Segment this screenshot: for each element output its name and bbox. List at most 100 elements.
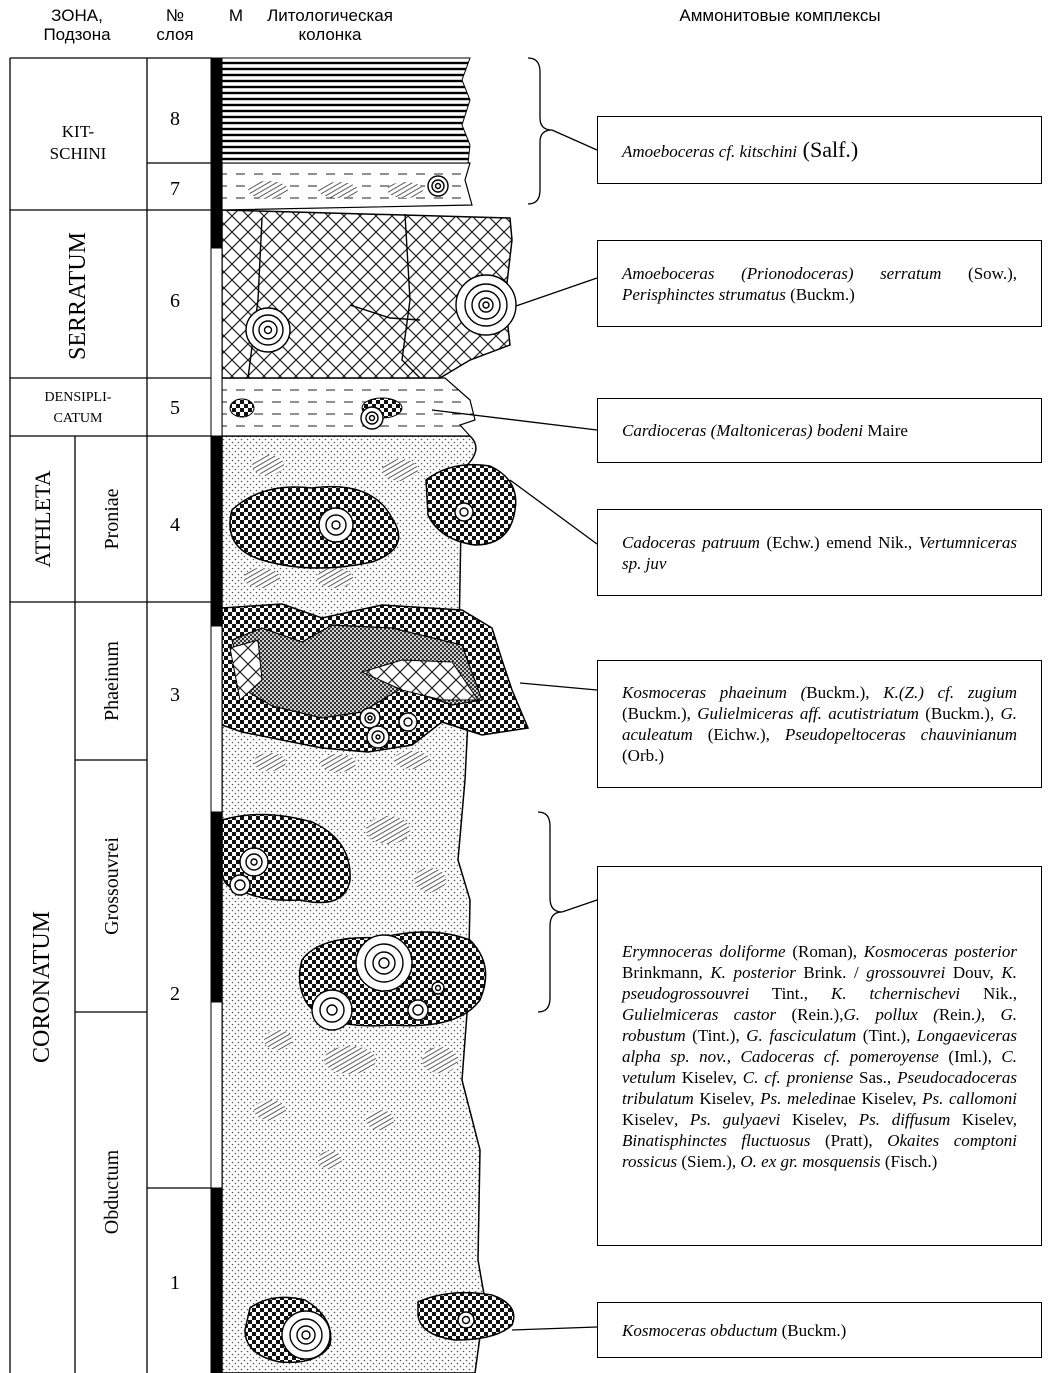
complex-segment: Cadoceras patruum xyxy=(622,533,760,552)
m-scale-bar xyxy=(211,58,222,1373)
zone-labels: KIT- SCHINI SERRATUM DENSIPLI- CATUM ATH… xyxy=(29,122,112,1063)
subzone-proniae: Proniae xyxy=(101,488,123,549)
complex-segment: Kosmoceras phaeinum ( xyxy=(622,683,806,702)
complex-segment: G. fasciculatum xyxy=(746,1026,856,1045)
zone-kitschini-line2: SCHINI xyxy=(50,144,107,163)
complex-segment: Sas., xyxy=(853,1068,897,1087)
ammonite-icon xyxy=(230,875,250,895)
layer-number-8: 8 xyxy=(170,108,180,130)
complex-segment: ae Kiselev, xyxy=(841,1089,922,1108)
complex-segment: (Tint.), xyxy=(856,1026,917,1045)
complex-segment: Brinkmann, xyxy=(622,963,710,982)
complex-segment: Binatisphinctes fluctuosus xyxy=(622,1131,810,1150)
ammonite-icon xyxy=(360,708,380,728)
layer-number-6: 6 xyxy=(170,290,180,312)
complex-segment: , Ps. gulyaevi xyxy=(674,1110,780,1129)
complex-segment: K. tchernischevi xyxy=(831,984,960,1003)
complex-segment: Kosmoceras posterior xyxy=(864,942,1017,961)
complex-segment: Tint., xyxy=(749,984,831,1003)
complex-segment: (Iml.), xyxy=(939,1047,1002,1066)
ammonite-icon xyxy=(356,935,412,991)
ammonite-icon xyxy=(367,726,389,748)
complex-segment: Gulielmiceras aff. acutistriatum xyxy=(697,704,919,723)
complex-segment: Amoeboceras (Prionodoceras) serratum xyxy=(622,264,941,283)
brace-top xyxy=(528,58,552,204)
complex-segment: Kiselev, xyxy=(950,1110,1017,1129)
complex-segment: (Pratt), xyxy=(810,1131,887,1150)
ammonite-icon xyxy=(319,508,353,542)
zone-serratum: SERRATUM xyxy=(65,232,91,360)
complex-segment: K. posterior xyxy=(710,963,796,982)
lithology-column xyxy=(222,58,528,1373)
ammonite-icon xyxy=(282,1311,330,1359)
complex-segment: (Tint.), xyxy=(686,1026,747,1045)
complex-segment: Kosmoceras obductum xyxy=(622,1321,777,1340)
complex-segment: (Siem.), xyxy=(677,1152,740,1171)
complex-segment: Ps. meledin xyxy=(760,1089,841,1108)
layer-number-7: 7 xyxy=(170,178,180,200)
subzone-labels: Proniae Phaeinum Grossouvrei Obductum xyxy=(101,488,123,1234)
complex-box-5: Kosmoceras phaeinum (Buckm.), K.(Z.) cf.… xyxy=(597,660,1042,788)
brace-middle xyxy=(538,812,562,1012)
subzone-phaeinum: Phaeinum xyxy=(101,641,123,721)
complex-segment: Kiselev xyxy=(622,1110,674,1129)
complex-text-3: Cardioceras (Maltoniceras) bodeni Maire xyxy=(622,420,1017,441)
complex-segment: (Echw.) emend Nik., xyxy=(760,533,919,552)
zone-densiplicatum-line2: CATUM xyxy=(53,411,103,426)
complex-segment: grossouvrei xyxy=(866,963,945,982)
ammonite-icon xyxy=(432,982,444,994)
ammonite-icon xyxy=(428,176,448,196)
complex-segment: Douv, xyxy=(945,963,1001,982)
shale-layer-8 xyxy=(222,58,470,163)
complex-box-2: Amoeboceras (Prionodoceras) serratum (So… xyxy=(597,240,1042,327)
complex-segment: (Salf.) xyxy=(797,137,858,162)
complex-box-1: Amoeboceras cf. kitschini (Salf.) xyxy=(597,116,1042,184)
complex-box-4: Cadoceras patruum (Echw.) emend Nik., Ve… xyxy=(597,509,1042,596)
complex-segment: Ps. diffusum xyxy=(859,1110,950,1129)
complex-segment: Maire xyxy=(863,421,908,440)
ammonite-icon xyxy=(361,407,383,429)
layer-numbers: 8 7 6 5 4 3 2 1 xyxy=(170,108,180,1294)
ammonite-icon xyxy=(399,713,417,731)
subzone-obductum: Obductum xyxy=(101,1149,123,1234)
ammonite-icon xyxy=(312,990,352,1030)
complex-segment: Kiselev, xyxy=(676,1068,743,1087)
ammonite-icon xyxy=(246,308,290,352)
ammonite-icon xyxy=(240,848,268,876)
complex-segment: Rein. xyxy=(939,1005,975,1024)
zone-athleta: ATHLETA xyxy=(30,470,55,567)
ammonite-icon xyxy=(456,275,516,335)
complex-segment: C. cf. proniense xyxy=(743,1068,853,1087)
complex-box-3: Cardioceras (Maltoniceras) bodeni Maire xyxy=(597,398,1042,463)
complex-box-7: Kosmoceras obductum (Buckm.) xyxy=(597,1302,1042,1358)
complex-segment: (Orb.) xyxy=(622,746,664,765)
zone-kitschini-line1: KIT- xyxy=(62,122,95,141)
layer-number-2: 2 xyxy=(170,983,180,1005)
complex-segment: Ps. callomoni xyxy=(922,1089,1017,1108)
complex-segment: Gulielmiceras castor xyxy=(622,1005,776,1024)
complex-segment: (Fisch.) xyxy=(881,1152,938,1171)
complex-segment: (Roman), xyxy=(786,942,864,961)
complex-segment: (Rein.), xyxy=(776,1005,843,1024)
complex-segment: Pseudopeltoceras chauvinianum xyxy=(785,725,1017,744)
complex-segment: Amoeboceras cf. kitschini xyxy=(622,142,797,161)
complex-segment: K.(Z.) cf. zugium xyxy=(883,683,1017,702)
complex-segment: Brink. / xyxy=(796,963,866,982)
complex-segment: Erymnoceras doliforme xyxy=(622,942,786,961)
zone-densiplicatum-line1: DENSIPLI- xyxy=(45,390,112,405)
ammonite-icon xyxy=(458,1312,474,1328)
braces xyxy=(528,58,562,1012)
complex-segment: Kiselev, xyxy=(780,1110,858,1129)
complex-segment: O. ex gr. mosquensis xyxy=(740,1152,880,1171)
layer-number-5: 5 xyxy=(170,397,180,419)
ammonite-icon xyxy=(408,1000,428,1020)
complex-segment: Kiselev, xyxy=(694,1089,760,1108)
ammonite-icon xyxy=(455,503,473,521)
subzone-grossouvrei: Grossouvrei xyxy=(101,837,123,935)
complex-text-2: Amoeboceras (Prionodoceras) serratum (So… xyxy=(622,263,1017,305)
complex-text-6: Erymnoceras doliforme (Roman), Kosmocera… xyxy=(622,941,1017,1172)
complex-segment: (Sow.), xyxy=(941,264,1017,283)
complex-segment: (Buckm.) xyxy=(919,704,990,723)
complex-segment: (Buckm.) xyxy=(777,1321,846,1340)
complex-segment: Cardioceras (Maltoniceras) bodeni xyxy=(622,421,863,440)
